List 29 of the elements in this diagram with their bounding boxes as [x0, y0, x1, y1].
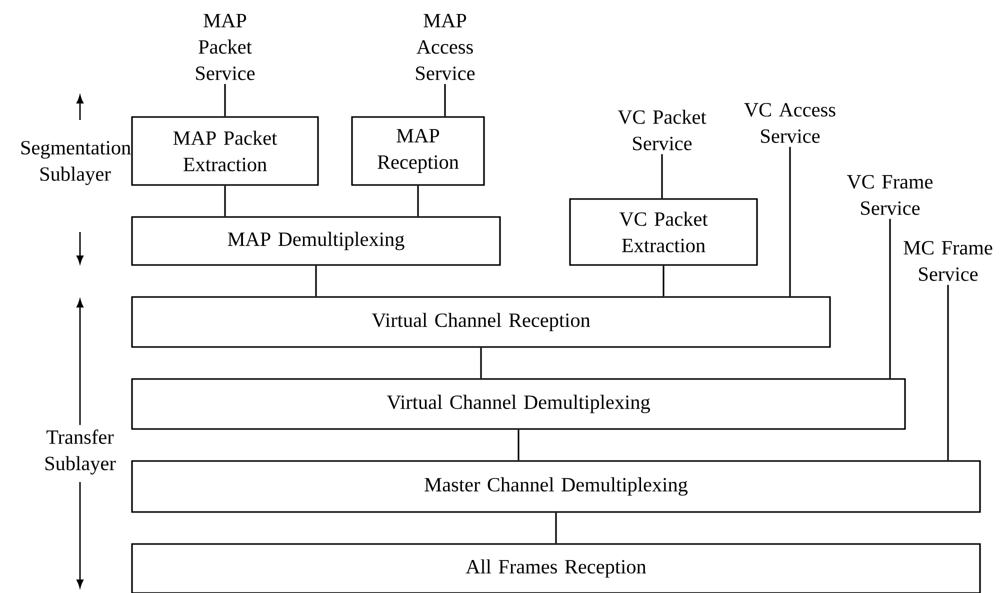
- sublayer-label: Transfer Sublayer: [45, 430, 116, 474]
- process-box: MAP Packet Extraction: [131, 116, 319, 186]
- connector-line: [224, 84, 226, 116]
- connector-line: [947, 284, 949, 460]
- process-box: MAP Demultiplexing: [131, 216, 501, 266]
- process-box: Virtual Channel Reception: [131, 296, 831, 348]
- connector-line: [555, 512, 557, 544]
- connector-line: [518, 430, 520, 460]
- process-box: VC Packet Extraction: [569, 198, 758, 266]
- process-box: MAP Reception: [351, 116, 485, 186]
- service-label: VC Frame Service: [847, 175, 933, 215]
- connector-line: [662, 266, 664, 296]
- connector-line: [224, 186, 226, 216]
- connector-line: [480, 348, 482, 378]
- connector-line: [789, 146, 791, 296]
- service-label: VC Packet Service: [618, 110, 706, 150]
- process-box: Master Channel Demultiplexing: [131, 460, 981, 513]
- sublayer-label: Segmentation Sublayer: [21, 140, 131, 186]
- connector-line: [315, 266, 317, 296]
- service-label: MAP Packet Service: [196, 14, 255, 80]
- service-label: MAP Access Service: [416, 14, 475, 80]
- connector-line: [444, 84, 446, 116]
- service-label: MC Frame Service: [904, 241, 992, 281]
- connector-line: [889, 218, 891, 378]
- service-label: VC Access Service: [744, 103, 836, 143]
- connector-line: [661, 154, 663, 198]
- process-box: Virtual Channel Demultiplexing: [131, 378, 906, 430]
- connector-line: [417, 186, 419, 216]
- process-box: All Frames Reception: [131, 543, 981, 593]
